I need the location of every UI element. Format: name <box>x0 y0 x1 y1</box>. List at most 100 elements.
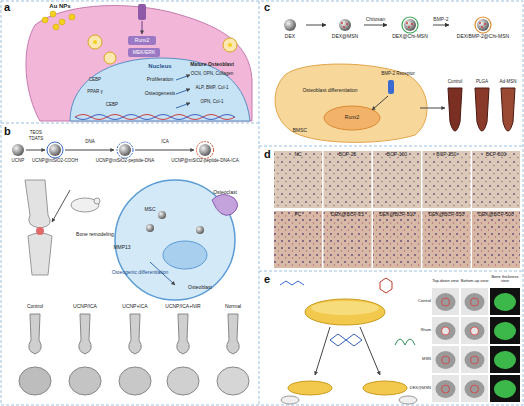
ct-view <box>432 346 459 373</box>
panel-letter: c <box>264 1 270 13</box>
bone-section <box>217 367 249 395</box>
coating-ring <box>475 17 491 33</box>
figure-label: MSC <box>144 207 155 213</box>
sphere-core <box>477 19 489 31</box>
histology-tile <box>274 151 322 208</box>
particle-label: DEX/BMP-2@Chi-MSN <box>457 34 509 40</box>
figure-label: Proliferation <box>147 77 174 83</box>
ct-view <box>461 317 488 344</box>
implant-disc <box>288 381 332 395</box>
figure-label: OPN, Col-1 <box>200 100 223 105</box>
ct-view <box>461 375 488 402</box>
figure-panel: d <box>260 147 524 271</box>
figure-label: MSN <box>422 357 431 361</box>
skull-view <box>436 351 456 369</box>
figure-label: TEOS <box>30 131 42 136</box>
panel-divider <box>259 271 523 272</box>
figure-label: Osteoblast differentiation <box>302 88 357 94</box>
nanoparticle <box>199 144 211 156</box>
figure-label: ICA <box>161 140 169 145</box>
figure-label: ALP, BMP, Col-1 <box>196 86 229 91</box>
thickness-map <box>494 322 516 340</box>
histology-tile <box>472 211 520 268</box>
signal-arrow <box>176 103 190 108</box>
panel-letter: d <box>264 148 271 160</box>
figure-label: Normal <box>225 304 241 310</box>
figure-label: BCP-250 <box>436 152 456 158</box>
figure-label: DEX@BCP-100 <box>379 212 415 218</box>
sphere-core <box>339 19 351 31</box>
bone-image <box>177 314 190 354</box>
thickness-map <box>494 351 516 369</box>
molecule-ring <box>380 278 392 293</box>
defect-circle <box>471 298 479 306</box>
particle-label: DEX@MSN <box>332 34 358 40</box>
nanoparticle <box>196 226 204 234</box>
ct-view <box>432 375 459 402</box>
process-arrow <box>433 25 449 26</box>
mouse-icon <box>281 396 299 404</box>
particle-sphere <box>401 16 419 34</box>
scaffold <box>305 299 385 325</box>
particle-sphere <box>281 16 299 34</box>
figure-label: Runx2 <box>135 38 149 44</box>
membrane-receptor <box>388 80 394 94</box>
figure-label: Osteoblast <box>188 285 212 291</box>
ct-view <box>490 346 520 373</box>
nanoparticle-node: DEX <box>275 16 305 40</box>
ct-view <box>490 375 520 402</box>
process-arrow <box>364 25 387 26</box>
figure-label: Runx2 <box>345 115 359 121</box>
skull-view <box>465 293 485 311</box>
figure-label: PPAR γ <box>87 90 102 95</box>
thickness-map <box>494 293 516 311</box>
polymer-chain <box>280 281 304 285</box>
figure-panel: b <box>0 124 259 406</box>
figure-label: UCNP@mSiO2-peptide-DNA <box>96 159 154 164</box>
figure-label: MEK/ERK <box>133 50 156 56</box>
process-arrow <box>315 327 330 375</box>
nanoparticle <box>12 144 24 156</box>
histology-tile <box>324 211 372 268</box>
drug-dot <box>346 23 348 25</box>
cell-body <box>26 6 252 121</box>
femur-bone <box>25 180 50 228</box>
bone-image <box>227 314 240 354</box>
figure-label: UCNP+ICA <box>122 304 147 310</box>
figure-label: Top-down view <box>432 279 458 283</box>
ct-view <box>490 317 520 344</box>
drug-dot <box>481 26 483 28</box>
process-arrow <box>306 25 326 26</box>
figure-label: UCNP/ICA <box>73 304 97 310</box>
bone-image <box>448 88 462 131</box>
panel-letter: a <box>4 1 10 13</box>
defect-circle <box>471 327 479 335</box>
gold-nanoparticle <box>42 17 48 23</box>
bone-image <box>475 88 489 131</box>
panel-letter: e <box>264 273 270 285</box>
bone-section <box>69 367 101 395</box>
nanoparticle-node: DEX@Chi-MSN <box>388 16 432 40</box>
drug-dot <box>408 26 410 28</box>
drug-dot <box>343 26 345 28</box>
figure-label: DNA <box>85 140 95 145</box>
gold-nanoparticle <box>69 14 75 20</box>
figure-label: BCP-25 <box>339 152 357 158</box>
figure-label: Control <box>448 80 463 85</box>
signal-arrow <box>142 21 143 34</box>
figure-label: DEX@BCP-500 <box>478 212 514 218</box>
membrane-receptor <box>138 4 146 20</box>
histology-tile <box>324 151 372 208</box>
particle-sphere <box>474 16 492 34</box>
scaffold-top <box>311 301 379 315</box>
particle-label: DEX <box>285 34 295 40</box>
bone-section <box>19 367 51 395</box>
coating-ring <box>402 17 418 33</box>
figure-label: Control <box>27 304 43 310</box>
thickness-map <box>494 380 516 398</box>
vesicle <box>104 52 116 64</box>
defect-circle <box>442 298 450 306</box>
micro-ct-grid <box>432 288 520 402</box>
skull-view <box>465 351 485 369</box>
